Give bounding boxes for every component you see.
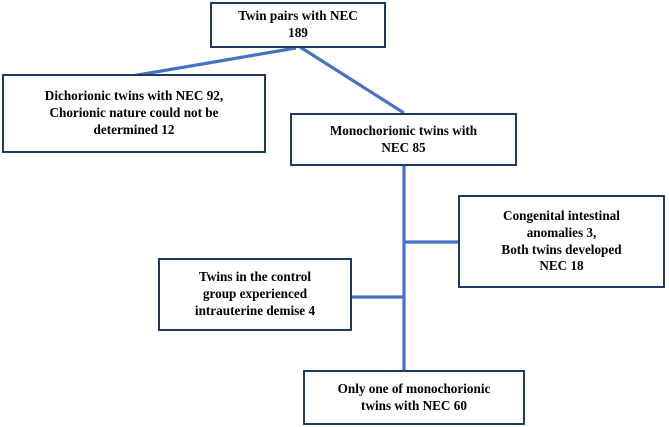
node-dichorionic-twins: Dichorionic twins with NEC 92, Chorionic… (2, 74, 266, 153)
node-twin-pairs-with-nec: Twin pairs with NEC 189 (210, 2, 386, 48)
connector-top-to-dichorionic (131, 46, 297, 78)
node-monochorionic-twins: Monochorionic twins with NEC 85 (290, 113, 517, 166)
connector-top-to-monochorionic (299, 45, 405, 115)
node-only-one-monochorionic: Only one of monochorionic twins with NEC… (303, 370, 525, 425)
node-control-group-demise: Twins in the control group experienced i… (158, 258, 352, 331)
node-congenital-anomalies: Congenital intestinal anomalies 3, Both … (458, 195, 665, 288)
